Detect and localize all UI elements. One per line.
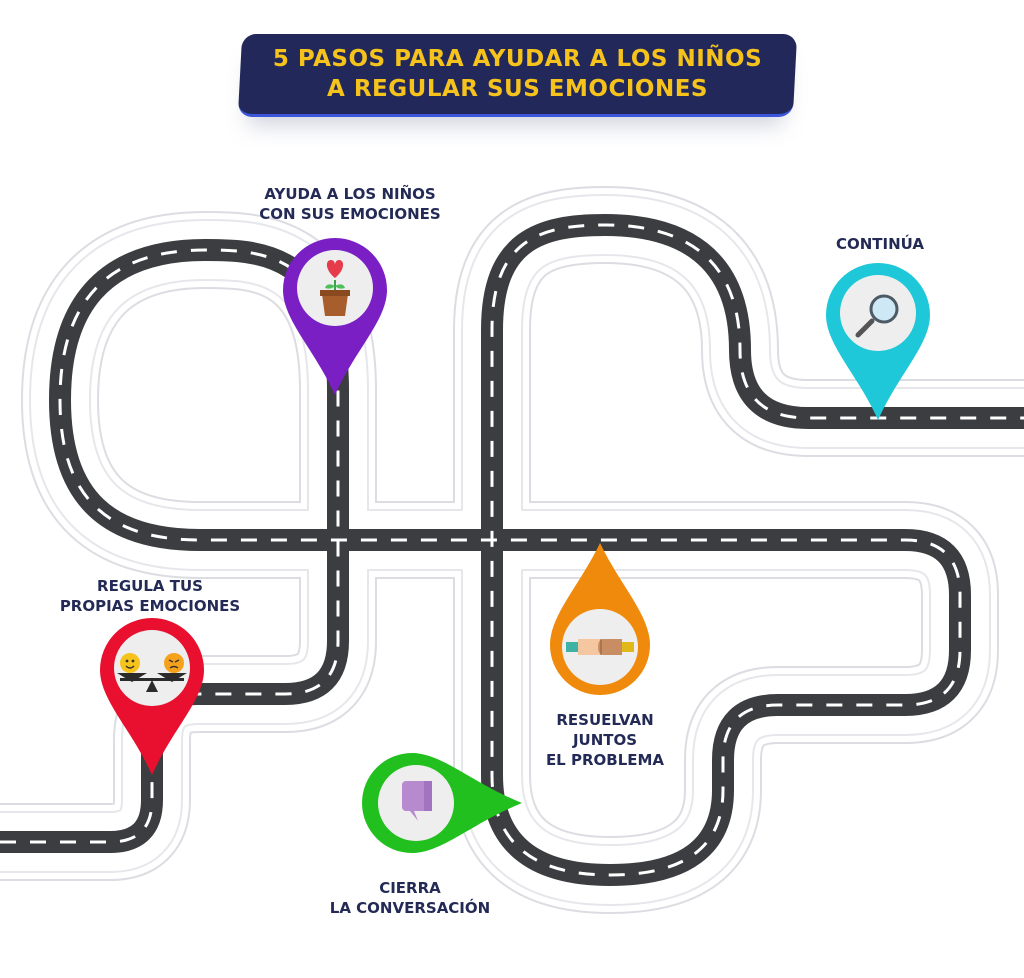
pin-regula [100,618,204,775]
fist-bump-icon [566,639,634,655]
pin-ayuda [283,238,387,395]
emotion-balance-scale-icon [117,653,187,692]
title-line-1: 5 PASOS PARA AYUDAR A LOS NIÑOS [272,46,763,72]
magnifying-glass-icon [855,294,899,338]
speech-bubble-icon [402,781,432,821]
pin-resuelvan [550,543,650,695]
label-ayuda: AYUDA A LOS NIÑOS CON SUS EMOCIONES [259,185,441,223]
pin-cierra [362,753,522,853]
label-regula: REGULA TUS PROPIAS EMOCIONES [59,577,241,615]
title-line-2: A REGULAR SUS EMOCIONES [327,76,708,102]
label-continua: CONTINÚA [835,235,924,253]
pin-continua [826,263,930,420]
label-resuelvan: RESUELVAN JUNTOS EL PROBLEMA [545,711,665,769]
page-title: 5 PASOS PARA AYUDAR A LOS NIÑOS A REGULA… [240,44,795,104]
flower-pot-heart-icon [320,260,350,316]
label-cierra: CIERRA LA CONVERSACIÓN [329,879,491,917]
